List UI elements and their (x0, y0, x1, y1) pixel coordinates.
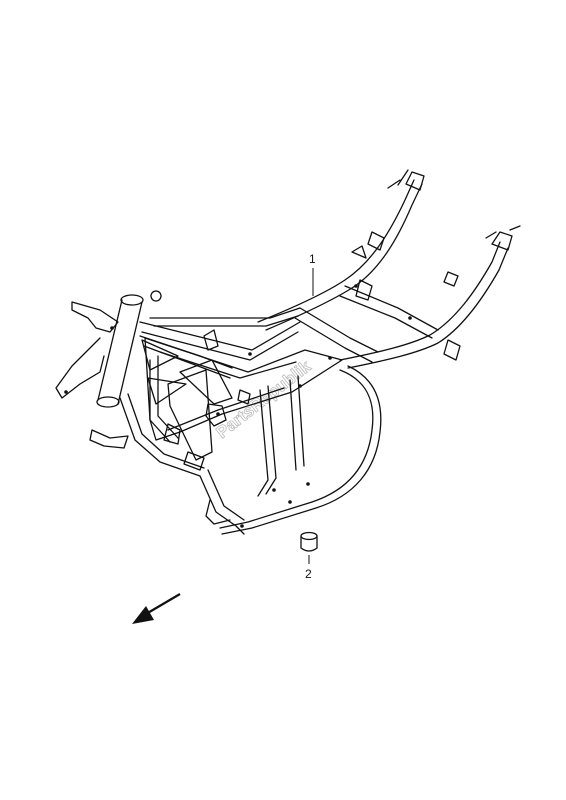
lower-cradle-front (205, 499, 231, 525)
floor-side-rail-inner (257, 385, 277, 497)
mid-cross-member (294, 307, 379, 363)
lower-cross-strut (179, 359, 233, 405)
rear-stud-left-2 (387, 179, 401, 189)
callout-2: 2 (305, 567, 312, 581)
floor-panel (144, 337, 343, 441)
frame-assembly[interactable] (55, 169, 521, 535)
rear-cross-bracket (355, 279, 373, 301)
left-seat-rail (257, 179, 415, 323)
right-seat-rail-inner (347, 247, 509, 369)
steering-head-cap (150, 290, 162, 302)
seat-rail-bracket-3 (351, 245, 367, 259)
steering-head-bottom (96, 396, 120, 408)
rear-stud-left (397, 169, 409, 186)
engine-mount-tab-2 (237, 389, 251, 405)
center-stand-bracket-right (163, 423, 181, 445)
collar-top (300, 531, 318, 541)
rear-stud-right-2 (485, 231, 497, 239)
callout-1: 1 (309, 252, 316, 266)
rear-post-right (491, 231, 513, 251)
rear-cross-member (339, 285, 439, 339)
front-lower-stay (55, 337, 105, 399)
side-tab-right (443, 339, 461, 361)
bolt-holes (64, 284, 412, 528)
floor-side-rail-outer-2 (221, 365, 382, 535)
floor-side-rail-outer (219, 369, 374, 529)
right-seat-rail (339, 241, 501, 361)
seat-rail-bracket-2 (443, 271, 459, 287)
floor-side-rail-mid (289, 375, 305, 471)
upper-main-tube-left (139, 321, 301, 361)
stand-pivot (183, 451, 205, 471)
lower-cradle (199, 469, 245, 535)
seat-rail-bracket-1 (367, 231, 385, 251)
rear-post-left (405, 171, 425, 191)
steering-head-tube (97, 299, 143, 405)
floor-panel-inner (159, 351, 297, 431)
front-stay-bracket (71, 301, 119, 333)
rear-stud-right (509, 225, 521, 231)
engine-mount-tab-1 (205, 403, 227, 427)
leader-lines (308, 268, 314, 564)
collar-body (300, 536, 318, 552)
front-direction-arrow-icon (132, 593, 181, 624)
center-stand-bracket-left (89, 429, 129, 449)
collar-part[interactable] (300, 531, 318, 552)
top-cross-tube (149, 307, 301, 327)
down-tube-left (119, 393, 205, 477)
inner-triangle (167, 369, 213, 461)
engine-mount-tab-3 (203, 329, 219, 351)
left-seat-rail-inner (265, 183, 423, 331)
steering-head-top (120, 294, 144, 306)
